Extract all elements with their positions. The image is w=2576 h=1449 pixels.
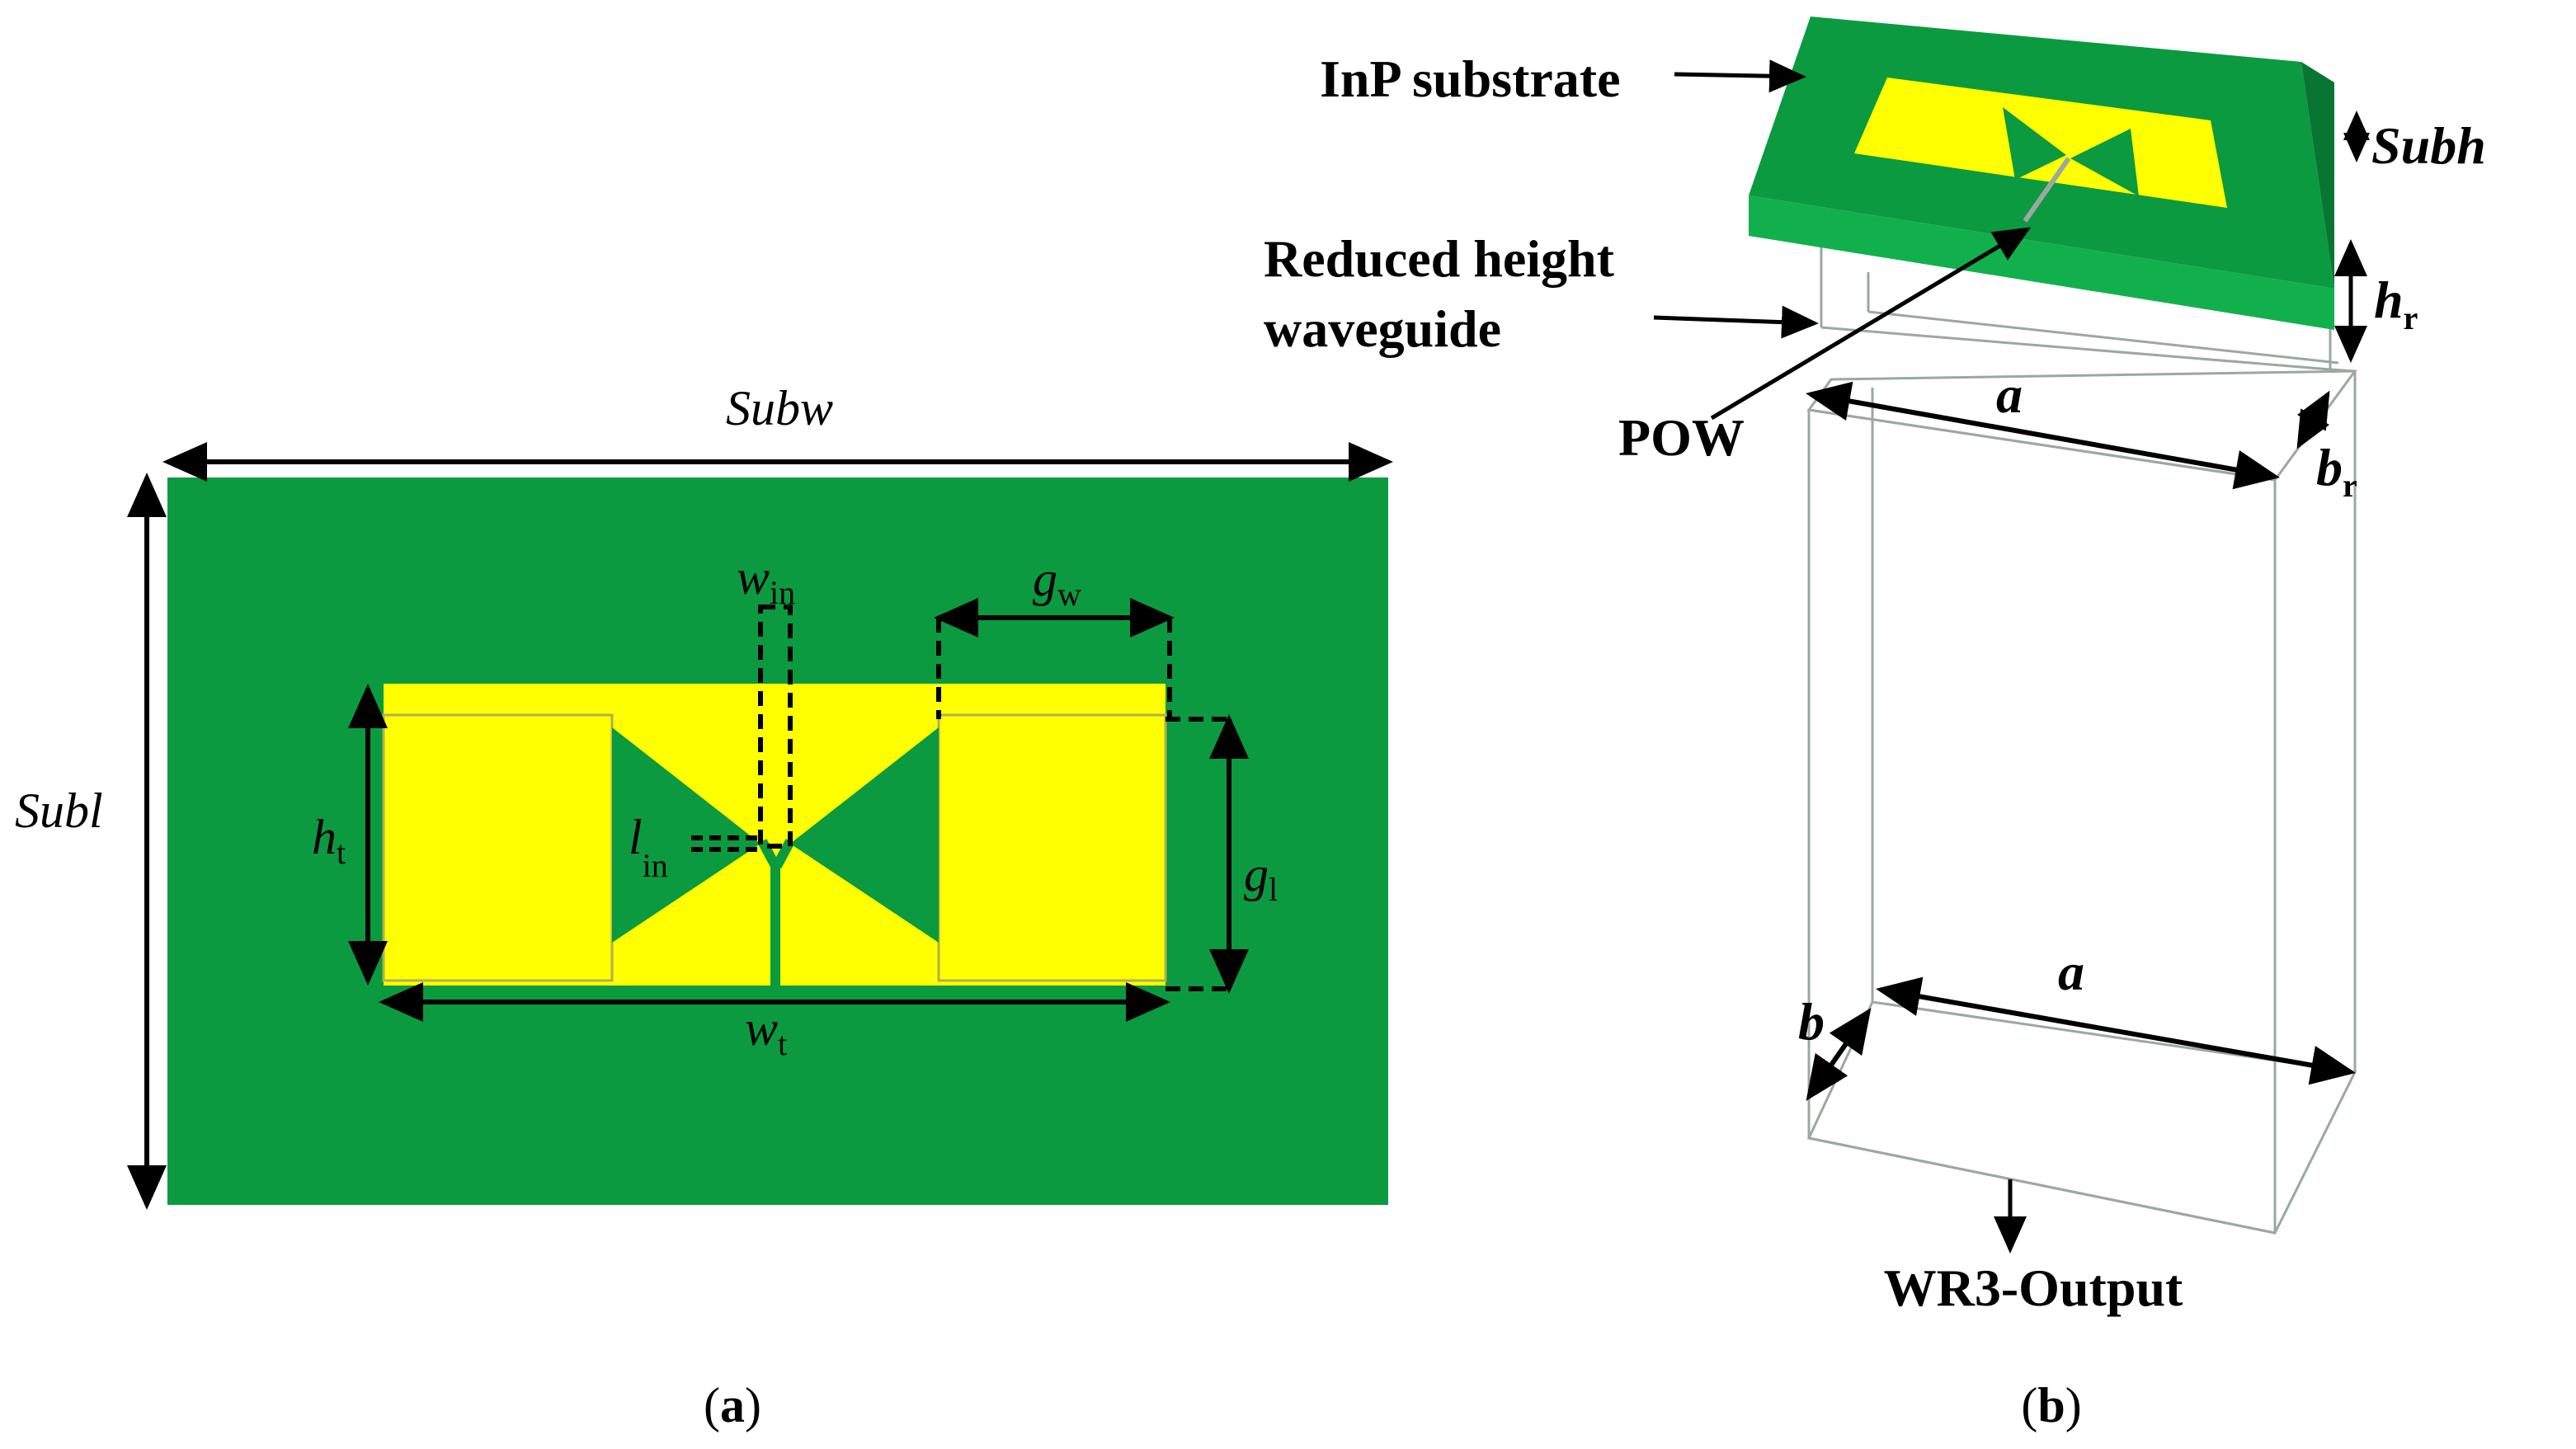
pow-arrow (1710, 227, 2032, 421)
wt-label: wt (745, 1001, 787, 1062)
a-top-arrow (1806, 381, 2280, 490)
subw-label: Subw (726, 381, 833, 435)
wr3-output-label: WR3-Output (1884, 1258, 2183, 1317)
w-in-label: win (737, 550, 795, 611)
feed-line (757, 839, 780, 986)
right-bowtie-triangle (790, 727, 939, 943)
a-bottom-label: a (2058, 943, 2084, 1001)
reduced-height-label-2: waveguide (1264, 299, 1501, 358)
b-label: b (1798, 992, 1825, 1051)
panel-a: Subw Subl win gw ht lin gl (15, 381, 1393, 1433)
br-label: br (2316, 438, 2357, 504)
ht-label: ht (312, 810, 346, 871)
pow-label: POW (1618, 408, 1745, 467)
lin-label: lin (629, 810, 668, 884)
inp-substrate-arrow (1674, 59, 1806, 93)
reduced-height-label-1: Reduced height (1264, 229, 1615, 288)
inp-substrate-label: InP substrate (1320, 49, 1621, 108)
wr3-waveguide-wireframe (1806, 369, 2357, 1235)
caption-a: (a) (704, 1378, 761, 1433)
a-bottom-arrow (1876, 976, 2356, 1085)
inp-substrate-box (1749, 16, 2334, 330)
substrate-front-face (1749, 195, 2334, 330)
reduced-height-waveguide-wireframe (1820, 247, 2356, 373)
b-feed-line (2023, 157, 2071, 223)
hr-label: hr (2374, 271, 2418, 336)
b-right-bowtie (2070, 129, 2139, 196)
panel-b: InP substrate Subh Reduced height wavegu… (1264, 16, 2486, 1433)
reduced-height-arrow (1653, 305, 1819, 339)
subh-label: Subh (2371, 116, 2486, 175)
a-top-label: a (1996, 365, 2023, 424)
substrate-side-face (2301, 62, 2334, 330)
br-arrow (2296, 390, 2330, 449)
w-in-dashed (758, 605, 793, 849)
subl-label: Subl (15, 783, 103, 838)
caption-b: (b) (2021, 1378, 2081, 1433)
gl-label: gl (1244, 847, 1278, 908)
left-bowtie-triangle (612, 727, 761, 943)
gw-label: gw (1033, 552, 1081, 613)
b-arrow (1806, 1008, 1872, 1101)
b-left-bowtie (2003, 107, 2066, 180)
